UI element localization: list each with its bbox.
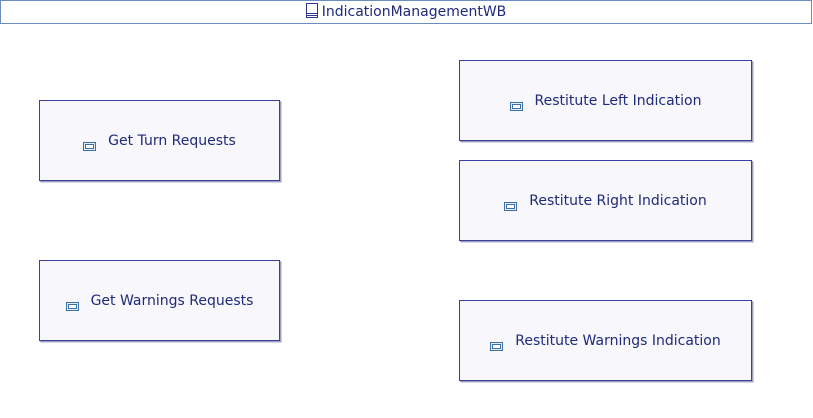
function-label: Get Turn Requests [108, 132, 236, 149]
diagram-title-group: IndicationManagementWB [305, 2, 507, 22]
function-icon [504, 196, 518, 211]
workbench-icon [305, 2, 318, 22]
function-box-restitute-right-indication[interactable]: Restitute Right Indication [459, 160, 752, 241]
function-box-restitute-left-indication[interactable]: Restitute Left Indication [459, 60, 752, 141]
diagram-title: IndicationManagementWB [321, 4, 507, 20]
function-label: Restitute Left Indication [534, 92, 702, 109]
function-box-get-warnings-requests[interactable]: Get Warnings Requests [39, 260, 280, 341]
function-icon [83, 136, 97, 151]
function-label: Get Warnings Requests [90, 292, 254, 309]
function-icon [65, 296, 79, 311]
function-box-get-turn-requests[interactable]: Get Turn Requests [39, 100, 280, 181]
function-icon [509, 96, 523, 111]
diagram-title-bar[interactable]: IndicationManagementWB [0, 0, 812, 24]
function-label: Restitute Right Indication [529, 192, 707, 209]
function-box-restitute-warnings-indication[interactable]: Restitute Warnings Indication [459, 300, 752, 381]
function-icon [490, 336, 504, 351]
function-label: Restitute Warnings Indication [515, 332, 721, 349]
